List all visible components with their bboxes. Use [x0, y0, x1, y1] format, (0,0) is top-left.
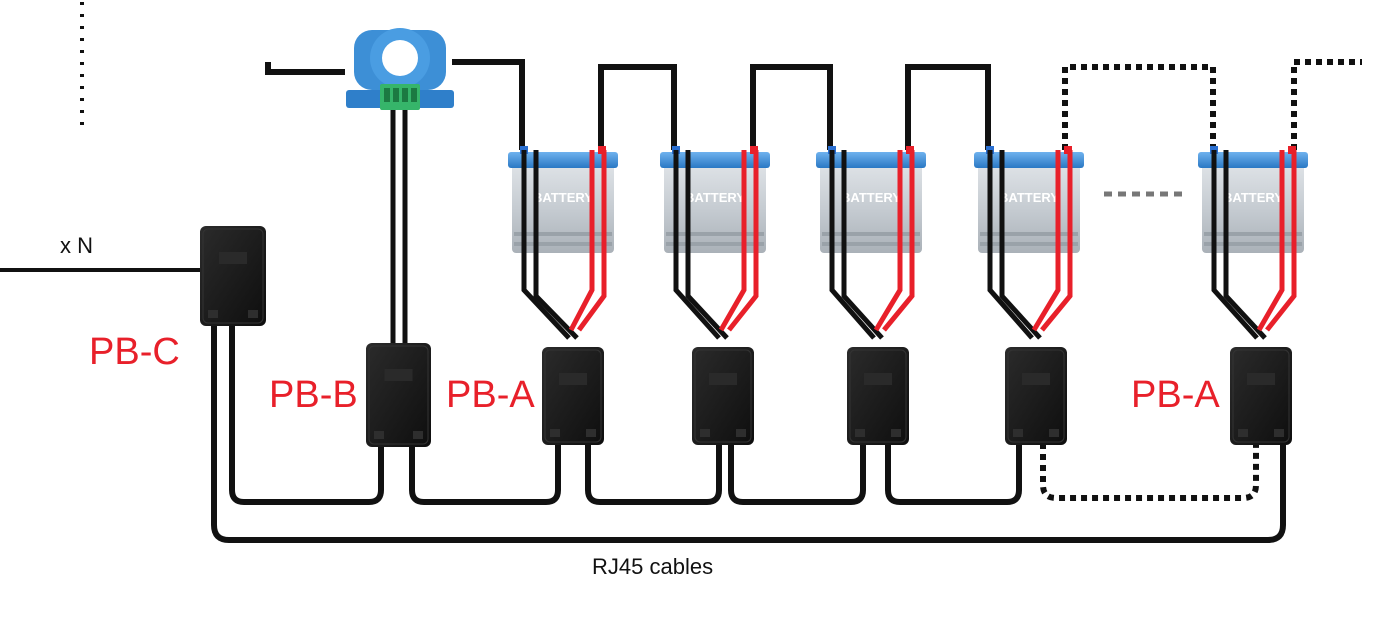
- rj45-cable-chain: [211, 318, 1286, 543]
- sensor-box-icon: [847, 347, 909, 445]
- sensor-box-icon: [1230, 347, 1292, 445]
- main-negative-wire-in: [265, 62, 345, 75]
- series-wiring: [452, 59, 991, 150]
- current-sensor-cable: [390, 110, 408, 345]
- sensor-box-icon: [1005, 347, 1067, 445]
- battery-label: BATTERY: [533, 190, 593, 205]
- current-sensor-icon: [346, 28, 454, 110]
- sensor-box-icon: [200, 226, 266, 326]
- battery-label: BATTERY: [999, 190, 1059, 205]
- battery-label: BATTERY: [1223, 190, 1283, 205]
- sensor-box-icon: [692, 347, 754, 445]
- battery-sense-cables: [829, 150, 915, 340]
- battery-sense-cables: [987, 150, 1073, 340]
- battery-label: BATTERY: [685, 190, 745, 205]
- battery-sense-cables: [673, 150, 759, 340]
- rj45-cables-label: RJ45 cables: [592, 554, 714, 579]
- sensor-box-icon: [366, 343, 431, 447]
- pb-c-label: PB-C: [89, 331, 180, 373]
- battery-sense-cables: [1211, 150, 1297, 340]
- pb-a-label-left: PB-A: [446, 374, 535, 416]
- pb-a-label-right: PB-A: [1131, 374, 1220, 416]
- sensor-box-icon: [542, 347, 604, 445]
- rj45-cable-dotted: [1040, 443, 1259, 501]
- battery-label: BATTERY: [841, 190, 901, 205]
- x-n-label: x N: [60, 233, 93, 258]
- pb-b-label: PB-B: [269, 374, 358, 416]
- series-wiring-dotted: [1062, 59, 1362, 150]
- battery-sense-cables: [521, 150, 607, 340]
